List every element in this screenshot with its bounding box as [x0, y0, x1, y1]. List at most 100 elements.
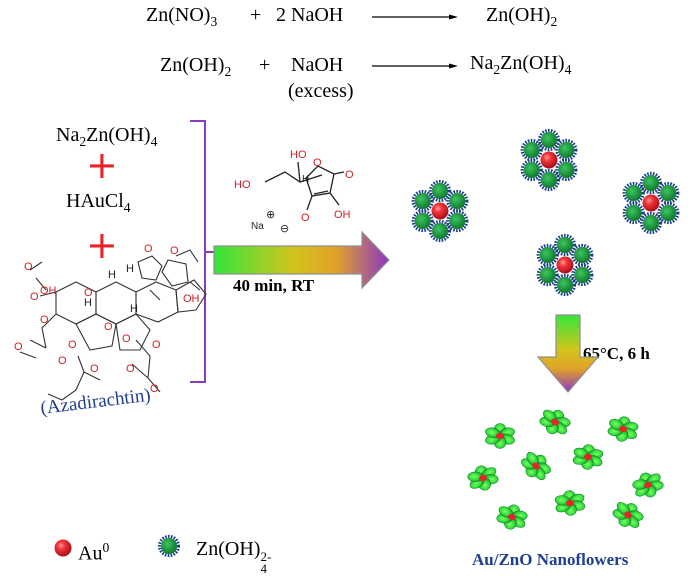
core-shell-cluster	[536, 233, 594, 297]
nanoflower	[482, 423, 518, 449]
au-core	[431, 202, 449, 220]
asc-o-carbonyl: O	[345, 169, 354, 181]
product-label: Au/ZnO Nanoflowers	[472, 550, 629, 569]
nanoflower	[631, 470, 665, 500]
nanoflower-core	[566, 499, 574, 507]
sodium-zincate-label: Na2Zn(OH)4	[56, 124, 158, 149]
asc-oh-right: OH	[334, 209, 351, 221]
eq2-arrow	[372, 63, 458, 69]
zincate-sphere	[555, 138, 578, 162]
azadirachtin-atoms: H O H O OH H O O H O O O O OH O O O O O …	[14, 243, 200, 395]
svg-text:O: O	[104, 321, 113, 333]
plus-sign-1: +	[86, 143, 118, 187]
svg-text:O: O	[150, 383, 159, 395]
nanoflower	[494, 503, 530, 531]
nanoflower-core	[496, 432, 504, 440]
svg-text:O: O	[14, 341, 23, 353]
zincate-sphere	[428, 219, 452, 243]
legend-zincate-symbol	[157, 534, 181, 558]
eq2-reactant2: NaOH	[291, 54, 344, 76]
zincate-sphere	[555, 158, 578, 182]
zincate-sphere	[536, 263, 559, 287]
legend-au-symbol	[54, 539, 72, 557]
core-shell-cluster	[520, 128, 578, 192]
azadirachtin-structure	[19, 249, 207, 401]
zincate-sphere	[553, 273, 577, 297]
zincate-sphere	[657, 201, 680, 225]
eq2-product: Na2Zn(OH)4	[470, 52, 572, 77]
nanoflower-core	[584, 453, 592, 461]
zincate-sphere	[411, 209, 434, 233]
zincate-sphere	[537, 128, 561, 152]
svg-text:O: O	[24, 261, 33, 273]
eq1-reactant1: Zn(NO)3	[146, 4, 218, 29]
reaction-arrow	[213, 230, 390, 290]
nanoflower-core	[644, 481, 652, 489]
eq2-excess-note: (excess)	[288, 80, 354, 102]
asc-h: H	[302, 174, 309, 185]
zincate-sphere	[553, 233, 577, 257]
nanoflower	[552, 489, 588, 517]
zincate-sphere	[428, 179, 452, 203]
asc-minus-charge: ⊖	[280, 223, 289, 235]
core-shell-cluster	[622, 171, 680, 235]
zincate-sphere	[446, 189, 469, 213]
nanoflower	[570, 443, 606, 471]
legend-zincate-label: Zn(OH)2-4	[196, 538, 272, 576]
zincate-sphere	[657, 181, 680, 205]
eq2-plus: +	[259, 54, 271, 76]
eq1-product: Zn(OH)2	[486, 4, 558, 29]
nanoflower-core	[508, 513, 516, 521]
nanoflower	[465, 464, 501, 492]
zincate-sphere	[571, 243, 594, 267]
nanoflower-core	[619, 425, 627, 433]
zincate-sphere	[639, 171, 663, 195]
eq1-arrow	[372, 14, 458, 20]
nanoflower-field	[465, 407, 665, 531]
zincate-sphere	[537, 168, 561, 192]
zincate-sphere	[520, 158, 543, 182]
asc-na: Na	[251, 221, 264, 232]
eq2-reactant1: Zn(OH)2	[160, 54, 232, 79]
legend-au-label: Au0	[78, 540, 110, 565]
asc-o-ring: O	[313, 157, 322, 169]
svg-text:H: H	[130, 303, 138, 315]
zincate-sphere	[536, 243, 559, 267]
reaction-condition: 40 min, RT	[233, 276, 315, 295]
svg-text:O: O	[40, 314, 49, 326]
sodium-ascorbate-structure	[264, 161, 345, 211]
asc-oh-top: HO	[290, 149, 307, 161]
svg-text:O: O	[122, 333, 131, 345]
haucl4-label: HAuCl4	[66, 190, 131, 215]
heating-condition: 65°C, 6 h	[583, 344, 650, 363]
svg-text:O: O	[126, 363, 135, 375]
heating-arrow	[536, 314, 600, 393]
svg-text:O: O	[90, 363, 99, 375]
zincate-sphere	[622, 201, 645, 225]
au-core	[642, 194, 660, 212]
svg-text:O: O	[68, 339, 77, 351]
svg-text:O: O	[58, 355, 67, 367]
eq1-reactant2: 2 NaOH	[276, 4, 344, 26]
svg-text:O: O	[144, 243, 153, 255]
eq1-plus: +	[250, 4, 262, 26]
nanoflower	[538, 407, 572, 437]
nanoflower-core	[479, 474, 487, 482]
svg-text:O: O	[170, 245, 179, 257]
au-core	[556, 256, 574, 274]
zincate-sphere	[520, 138, 543, 162]
nanoflower	[605, 415, 641, 443]
nanoflower	[520, 450, 552, 482]
asc-oh-left: HO	[234, 179, 251, 191]
svg-text:H: H	[126, 263, 134, 275]
nanoflower-core	[624, 511, 632, 519]
svg-text:OH: OH	[183, 293, 200, 305]
zincate-sphere	[622, 181, 645, 205]
zincate-sphere	[411, 189, 434, 213]
plus-sign-2: +	[86, 223, 118, 267]
nanoflower-core	[532, 462, 540, 470]
au-core	[540, 151, 558, 169]
asc-o-minus: O	[301, 212, 310, 224]
nanoflower	[612, 500, 644, 530]
